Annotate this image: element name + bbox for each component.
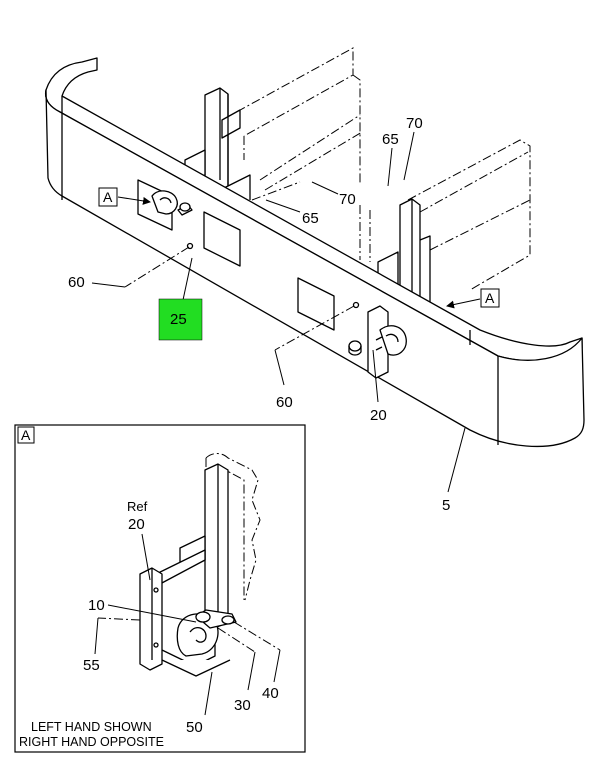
detail-view-a: A Ref 20 10 55 40 bbox=[14, 424, 306, 753]
detail-view-a-label: A bbox=[21, 427, 31, 443]
callout-65-top-label: 65 bbox=[382, 131, 399, 148]
ref-label: Ref bbox=[127, 499, 148, 514]
view-marker-left-label: A bbox=[103, 189, 113, 205]
callout-25-label: 25 bbox=[170, 311, 187, 328]
callout-25-highlight bbox=[158, 298, 203, 341]
cutout-center-right bbox=[297, 277, 335, 331]
callout-55-label: 55 bbox=[83, 657, 100, 674]
cutout-center-left bbox=[203, 211, 241, 267]
note-line-1: LEFT HAND SHOWN bbox=[31, 720, 152, 734]
callout-5-label: 5 bbox=[442, 497, 450, 514]
callout-65-top: 65 bbox=[382, 131, 399, 187]
callout-5: 5 bbox=[442, 427, 466, 514]
callout-50-label: 50 bbox=[186, 719, 203, 736]
callout-40-label: 40 bbox=[262, 685, 279, 702]
callout-20-main-label: 20 bbox=[370, 407, 387, 424]
view-marker-right-label: A bbox=[485, 290, 495, 306]
callout-20-main: 20 bbox=[370, 349, 387, 424]
callout-70-mid: 70 bbox=[311, 181, 356, 208]
callout-60-bottom: 60 bbox=[274, 305, 355, 411]
callout-70-top-label: 70 bbox=[406, 115, 423, 132]
callout-25: 25 bbox=[158, 257, 203, 341]
view-marker-left: A bbox=[98, 187, 151, 207]
callout-65-mid-label: 65 bbox=[302, 210, 319, 227]
tow-hook-right bbox=[348, 305, 407, 379]
note-line-2: RIGHT HAND OPPOSITE bbox=[19, 735, 164, 749]
callout-10-label: 10 bbox=[88, 597, 105, 614]
view-marker-right: A bbox=[446, 288, 500, 309]
bumper bbox=[44, 57, 585, 447]
callout-30-label: 30 bbox=[234, 697, 251, 714]
tow-hook-left bbox=[151, 190, 178, 215]
callout-60-left: 60 bbox=[68, 246, 190, 291]
callout-60-bottom-label: 60 bbox=[276, 394, 293, 411]
callout-70-mid-label: 70 bbox=[339, 191, 356, 208]
callout-60-left-label: 60 bbox=[68, 274, 85, 291]
callout-65-mid: 65 bbox=[265, 199, 319, 227]
frame-rail-left bbox=[221, 47, 363, 201]
frame-rail-right bbox=[359, 139, 531, 291]
callout-20-detail-label: 20 bbox=[128, 516, 145, 533]
callout-70-top: 70 bbox=[403, 115, 423, 181]
